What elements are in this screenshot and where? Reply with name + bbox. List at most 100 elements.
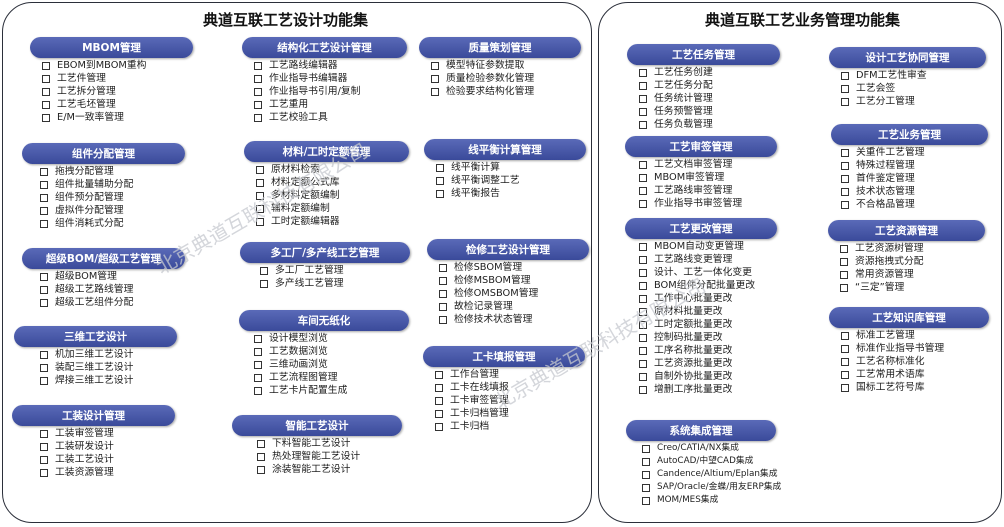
- module-item-label: 工艺数据浏览: [269, 346, 328, 357]
- module-item-label: 工艺资源树管理: [855, 243, 924, 254]
- module-item: 设计、工艺一体化变更: [639, 266, 755, 279]
- checkbox-icon: [639, 199, 647, 208]
- checkbox-icon: [840, 244, 848, 253]
- checkbox-icon: [639, 346, 647, 355]
- checkbox-icon: [639, 268, 647, 277]
- module-header: 检修工艺设计管理: [427, 239, 589, 260]
- checkbox-icon: [639, 94, 647, 103]
- module-item-label: 工艺任务创建: [654, 67, 713, 78]
- module-item: 国标工艺符号库: [841, 381, 944, 394]
- module-item: 自制外协批量更改: [639, 370, 755, 383]
- module-header: 工艺任务管理: [627, 44, 780, 65]
- module-item: 控制码批量更改: [639, 331, 755, 344]
- checkbox-icon: [40, 167, 48, 176]
- module-item: BOM组件分配批量更改: [639, 279, 755, 292]
- left-panel-title: 典道互联工艺设计功能集: [203, 11, 369, 29]
- module-item-label: 工艺流程图管理: [269, 372, 338, 383]
- checkbox-icon: [642, 457, 650, 466]
- module-item: 工艺分工管理: [841, 95, 927, 108]
- module-item: Candence/Altium/Eplan集成: [642, 468, 781, 481]
- module-item: 标准作业指导书管理: [841, 342, 944, 355]
- checkbox-icon: [254, 87, 262, 96]
- module-item-list: 工艺资源树管理资源拖拽式分配常用资源管理“三定”管理: [840, 242, 924, 294]
- module-item: 超级BOM管理: [40, 270, 133, 283]
- module-item: 任务统计管理: [639, 92, 713, 105]
- module-item-list: 机加三维工艺设计装配三维工艺设计焊接三维工艺设计: [40, 348, 133, 387]
- module-item-label: 关重件工艺管理: [856, 147, 925, 158]
- module-item-list: DFM工艺性审查工艺会签工艺分工管理: [841, 69, 927, 108]
- module-item-label: 热处理智能工艺设计: [272, 451, 361, 462]
- checkbox-icon: [841, 148, 849, 157]
- module-item-label: 工卡审签管理: [450, 395, 509, 406]
- checkbox-icon: [642, 496, 650, 505]
- checkbox-icon: [260, 279, 268, 288]
- module-item-label: MOM/MES集成: [657, 495, 719, 505]
- checkbox-icon: [639, 120, 647, 129]
- checkbox-icon: [436, 176, 444, 185]
- right-panel-title: 典道互联工艺业务管理功能集: [705, 11, 901, 29]
- module-header: 组件分配管理: [22, 143, 185, 164]
- module-item-label: 工艺毛坯管理: [57, 99, 116, 110]
- checkbox-icon: [639, 320, 647, 329]
- module-header: 结构化工艺设计管理: [242, 37, 407, 58]
- module-item-label: Creo/CATIA/NX集成: [657, 443, 739, 453]
- module-item-label: “三定”管理: [855, 282, 905, 293]
- checkbox-icon: [439, 276, 447, 285]
- module-item-label: 超级工艺组件分配: [55, 297, 134, 308]
- checkbox-icon: [40, 350, 48, 359]
- checkbox-icon: [639, 242, 647, 251]
- module-item: 工艺拆分管理: [42, 85, 146, 98]
- checkbox-icon: [639, 186, 647, 195]
- module-header: 工艺资源管理: [828, 220, 985, 241]
- module-item-label: 设计、工艺一体化变更: [654, 267, 752, 278]
- module-item: 焊接三维工艺设计: [40, 374, 133, 387]
- module-item-label: 原材料批量更改: [654, 306, 723, 317]
- module-item: 工艺校验工具: [254, 111, 360, 124]
- module-item-label: 检验要求结构化管理: [446, 86, 535, 97]
- checkbox-icon: [639, 107, 647, 116]
- module-item: 线平衡报告: [436, 187, 520, 200]
- checkbox-icon: [639, 385, 647, 394]
- checkbox-icon: [841, 161, 849, 170]
- checkbox-icon: [840, 257, 848, 266]
- module-item-label: 首件鉴定管理: [856, 173, 915, 184]
- module-item: 工艺任务创建: [639, 66, 713, 79]
- module-item-list: 关重件工艺管理特殊过程管理首件鉴定管理技术状态管理不合格品管理: [841, 146, 925, 211]
- module-item-label: 机加三维工艺设计: [55, 349, 134, 360]
- checkbox-icon: [254, 100, 262, 109]
- module-item: 检修SBOM管理: [439, 261, 538, 274]
- checkbox-icon: [639, 68, 647, 77]
- module-item: 常用资源管理: [840, 268, 924, 281]
- checkbox-icon: [257, 452, 265, 461]
- module-item-list: 拖拽分配管理组件批量辅助分配组件预分配管理虚拟件分配管理组件消耗式分配: [40, 165, 133, 230]
- checkbox-icon: [642, 483, 650, 492]
- checkbox-icon: [642, 470, 650, 479]
- checkbox-icon: [436, 189, 444, 198]
- module-item: 工作台管理: [435, 368, 509, 381]
- module-item: 工艺路线审签管理: [639, 184, 742, 197]
- module-item-label: 多工厂工艺管理: [275, 265, 344, 276]
- module-header: 工装设计管理: [12, 405, 175, 426]
- module-item-label: 工时定额编辑器: [271, 216, 340, 227]
- checkbox-icon: [436, 163, 444, 172]
- checkbox-icon: [841, 187, 849, 196]
- module-item-label: 标准作业指导书管理: [856, 343, 945, 354]
- checkbox-icon: [256, 178, 264, 187]
- module-item-label: 工装研发设计: [55, 441, 114, 452]
- checkbox-icon: [40, 180, 48, 189]
- module-item-label: 工艺件管理: [57, 73, 106, 84]
- checkbox-icon: [840, 283, 848, 292]
- module-item-label: 工艺路线审签管理: [654, 185, 733, 196]
- module-item-label: 多产线工艺管理: [275, 278, 344, 289]
- checkbox-icon: [42, 113, 50, 122]
- module-item: 工艺资源树管理: [840, 242, 924, 255]
- module-item-label: 标准工艺管理: [856, 330, 915, 341]
- module-item: 线平衡调整工艺: [436, 174, 520, 187]
- module-item-list: 检修SBOM管理检修MSBOM管理检修OMSBOM管理故检记录管理检修技术状态管…: [439, 261, 538, 326]
- module-item: 原材料检索: [256, 163, 340, 176]
- checkbox-icon: [439, 315, 447, 324]
- checkbox-icon: [257, 465, 265, 474]
- module-header: 线平衡计算管理: [424, 139, 586, 160]
- checkbox-icon: [40, 285, 48, 294]
